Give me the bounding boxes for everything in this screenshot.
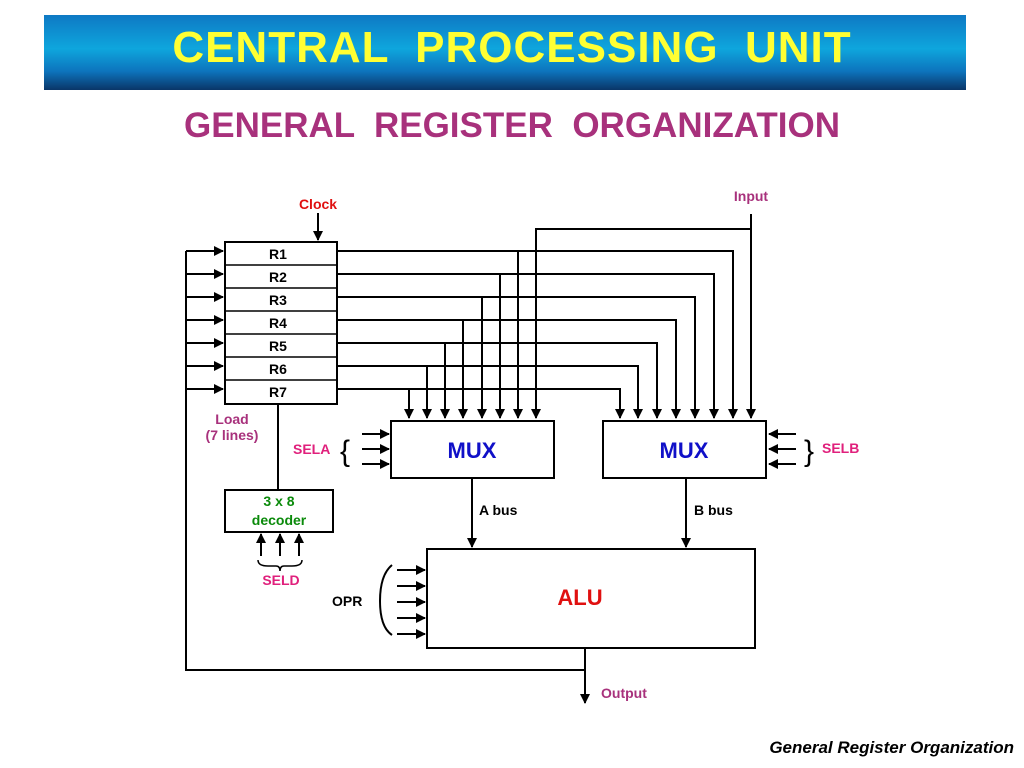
input-label: Input: [734, 188, 769, 204]
output-label: Output: [601, 685, 647, 701]
selb-arrows: [768, 429, 796, 469]
opr-arrows: [397, 565, 426, 639]
load-arrows: [186, 246, 224, 394]
output-feedback-line: [185, 251, 585, 671]
mux-b-label: MUX: [660, 438, 709, 463]
seld-brace: [257, 559, 303, 572]
alu-label: ALU: [557, 585, 602, 610]
decoder-box: [224, 489, 334, 533]
register-r7-label: R7: [269, 384, 287, 400]
mux-a-box: [390, 420, 555, 479]
load-label: Load: [215, 411, 248, 427]
register-output-lines: [337, 250, 738, 419]
opr-brace: [378, 564, 393, 636]
mux-b-box: [602, 420, 767, 479]
sela-brace: {: [340, 435, 350, 468]
register-dividers: [225, 264, 337, 381]
register-r3-label: R3: [269, 292, 287, 308]
register-r5-label: R5: [269, 338, 287, 354]
decoder-label-top: 3 x 8: [263, 493, 294, 509]
sela-label: SELA: [293, 441, 330, 457]
footer-caption: General Register Organization: [769, 738, 1014, 757]
load-lines-label: (7 lines): [206, 427, 259, 443]
opr-label: OPR: [332, 593, 362, 609]
title-bar: [44, 15, 966, 90]
clock-label: Clock: [299, 196, 337, 212]
seld-label: SELD: [262, 572, 299, 588]
a-bus-label: A bus: [479, 502, 518, 518]
mux-a-label: MUX: [448, 438, 497, 463]
register-r6-label: R6: [269, 361, 287, 377]
b-bus-label: B bus: [694, 502, 733, 518]
seld-arrows: [256, 533, 304, 556]
selb-label: SELB: [822, 440, 859, 456]
decoder-label-bottom: decoder: [252, 512, 307, 528]
sela-arrows: [362, 429, 390, 469]
input-lines: [531, 214, 756, 419]
register-r2-label: R2: [269, 269, 287, 285]
page-title: CENTRAL PROCESSING UNIT: [172, 23, 852, 72]
alu-box: [426, 548, 756, 649]
register-file: [224, 241, 338, 405]
register-r4-label: R4: [269, 315, 287, 331]
selb-brace: }: [804, 435, 814, 468]
page-subtitle: GENERAL REGISTER ORGANIZATION: [184, 106, 840, 145]
register-r1-label: R1: [269, 246, 287, 262]
